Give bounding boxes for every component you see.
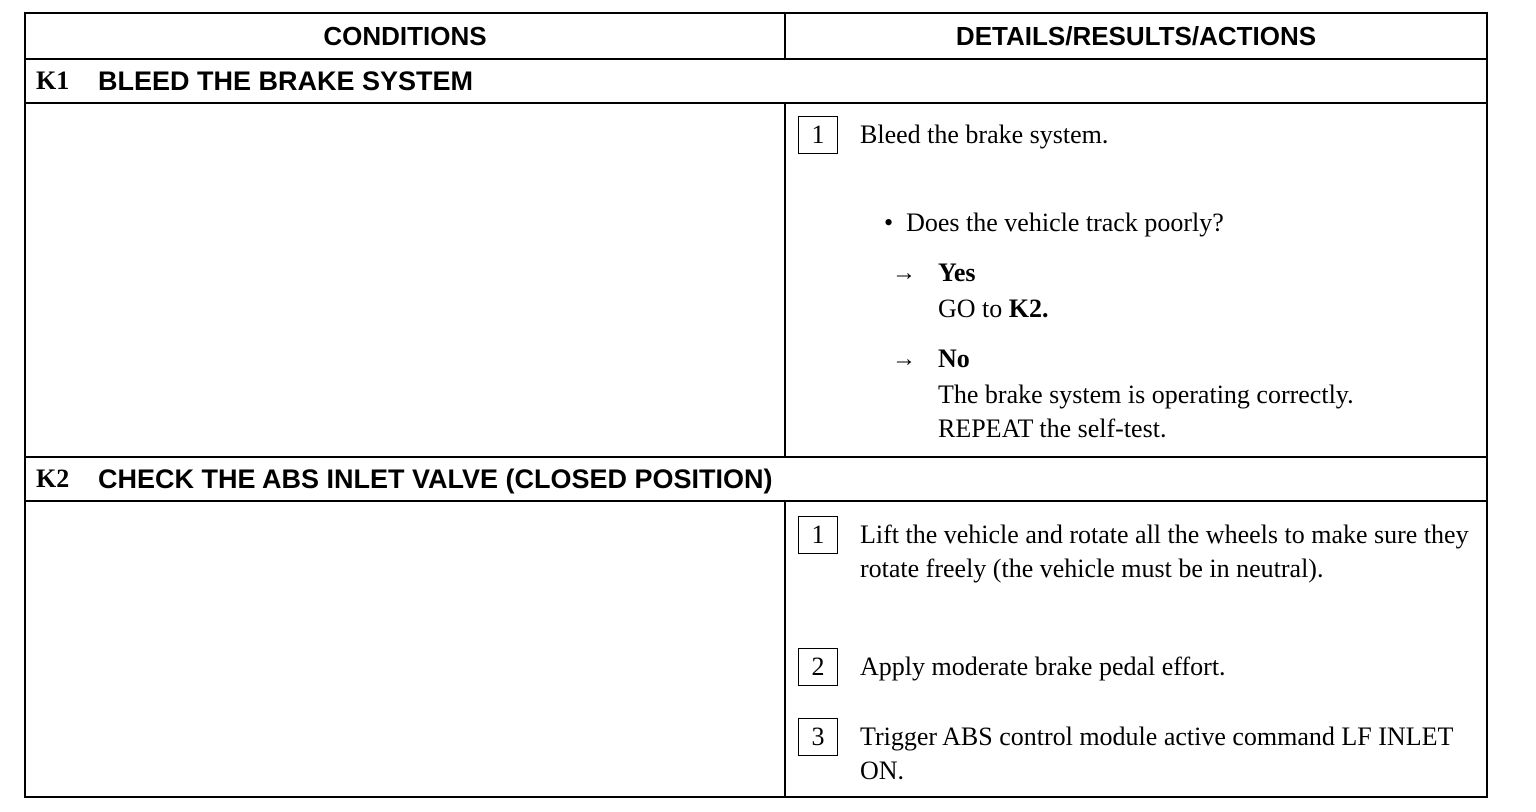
step-number-box: 1 (798, 116, 838, 154)
section-k1-title: BLEED THE BRAKE SYSTEM (98, 66, 474, 96)
section-k1-header: K1 BLEED THE BRAKE SYSTEM (26, 60, 1486, 104)
step-text: Apply moderate brake pedal effort. (860, 652, 1226, 681)
section-k1-body: 1 Bleed the brake system. • Does the veh… (26, 104, 1486, 458)
bullet-icon: • (884, 208, 894, 237)
no-label: No (938, 344, 970, 373)
step-number-box: 3 (798, 718, 838, 756)
section-k2-body: 1 Lift the vehicle and rotate all the wh… (26, 502, 1486, 796)
k1-conditions-cell (26, 104, 786, 456)
arrow-right-icon: → (892, 260, 916, 286)
step-text: Lift the vehicle and rotate all the whee… (860, 520, 1469, 583)
yes-action-target: K2. (1008, 294, 1049, 323)
step-text: Trigger ABS control module active comman… (860, 722, 1453, 785)
yes-action: GO to K2. (938, 292, 1049, 326)
step-text: Bleed the brake system. (860, 120, 1109, 149)
section-k1-id: K1 (36, 66, 70, 95)
yes-label: Yes (938, 258, 976, 287)
yes-action-text: GO to (938, 294, 1009, 323)
step-number-box: 1 (798, 516, 838, 554)
conditions-header: CONDITIONS (26, 14, 786, 58)
section-k2-id: K2 (36, 464, 70, 493)
table-header-row: CONDITIONS DETAILS/RESULTS/ACTIONS (26, 14, 1486, 60)
k2-conditions-cell (26, 502, 786, 796)
diagnostic-table: CONDITIONS DETAILS/RESULTS/ACTIONS K1 BL… (24, 12, 1488, 798)
no-action-line-1: The brake system is operating correctly. (938, 380, 1354, 409)
k1-question: • Does the vehicle track poorly? (884, 206, 1224, 240)
section-k2-header: K2 CHECK THE ABS INLET VALVE (CLOSED POS… (26, 458, 1486, 502)
step-number-box: 2 (798, 648, 838, 686)
question-text: Does the vehicle track poorly? (906, 208, 1224, 237)
no-action-line-2: REPEAT the self-test. (938, 414, 1167, 443)
details-header: DETAILS/RESULTS/ACTIONS (955, 21, 1317, 51)
arrow-right-icon: → (892, 346, 916, 372)
section-k2-title: CHECK THE ABS INLET VALVE (CLOSED POSITI… (98, 464, 773, 494)
